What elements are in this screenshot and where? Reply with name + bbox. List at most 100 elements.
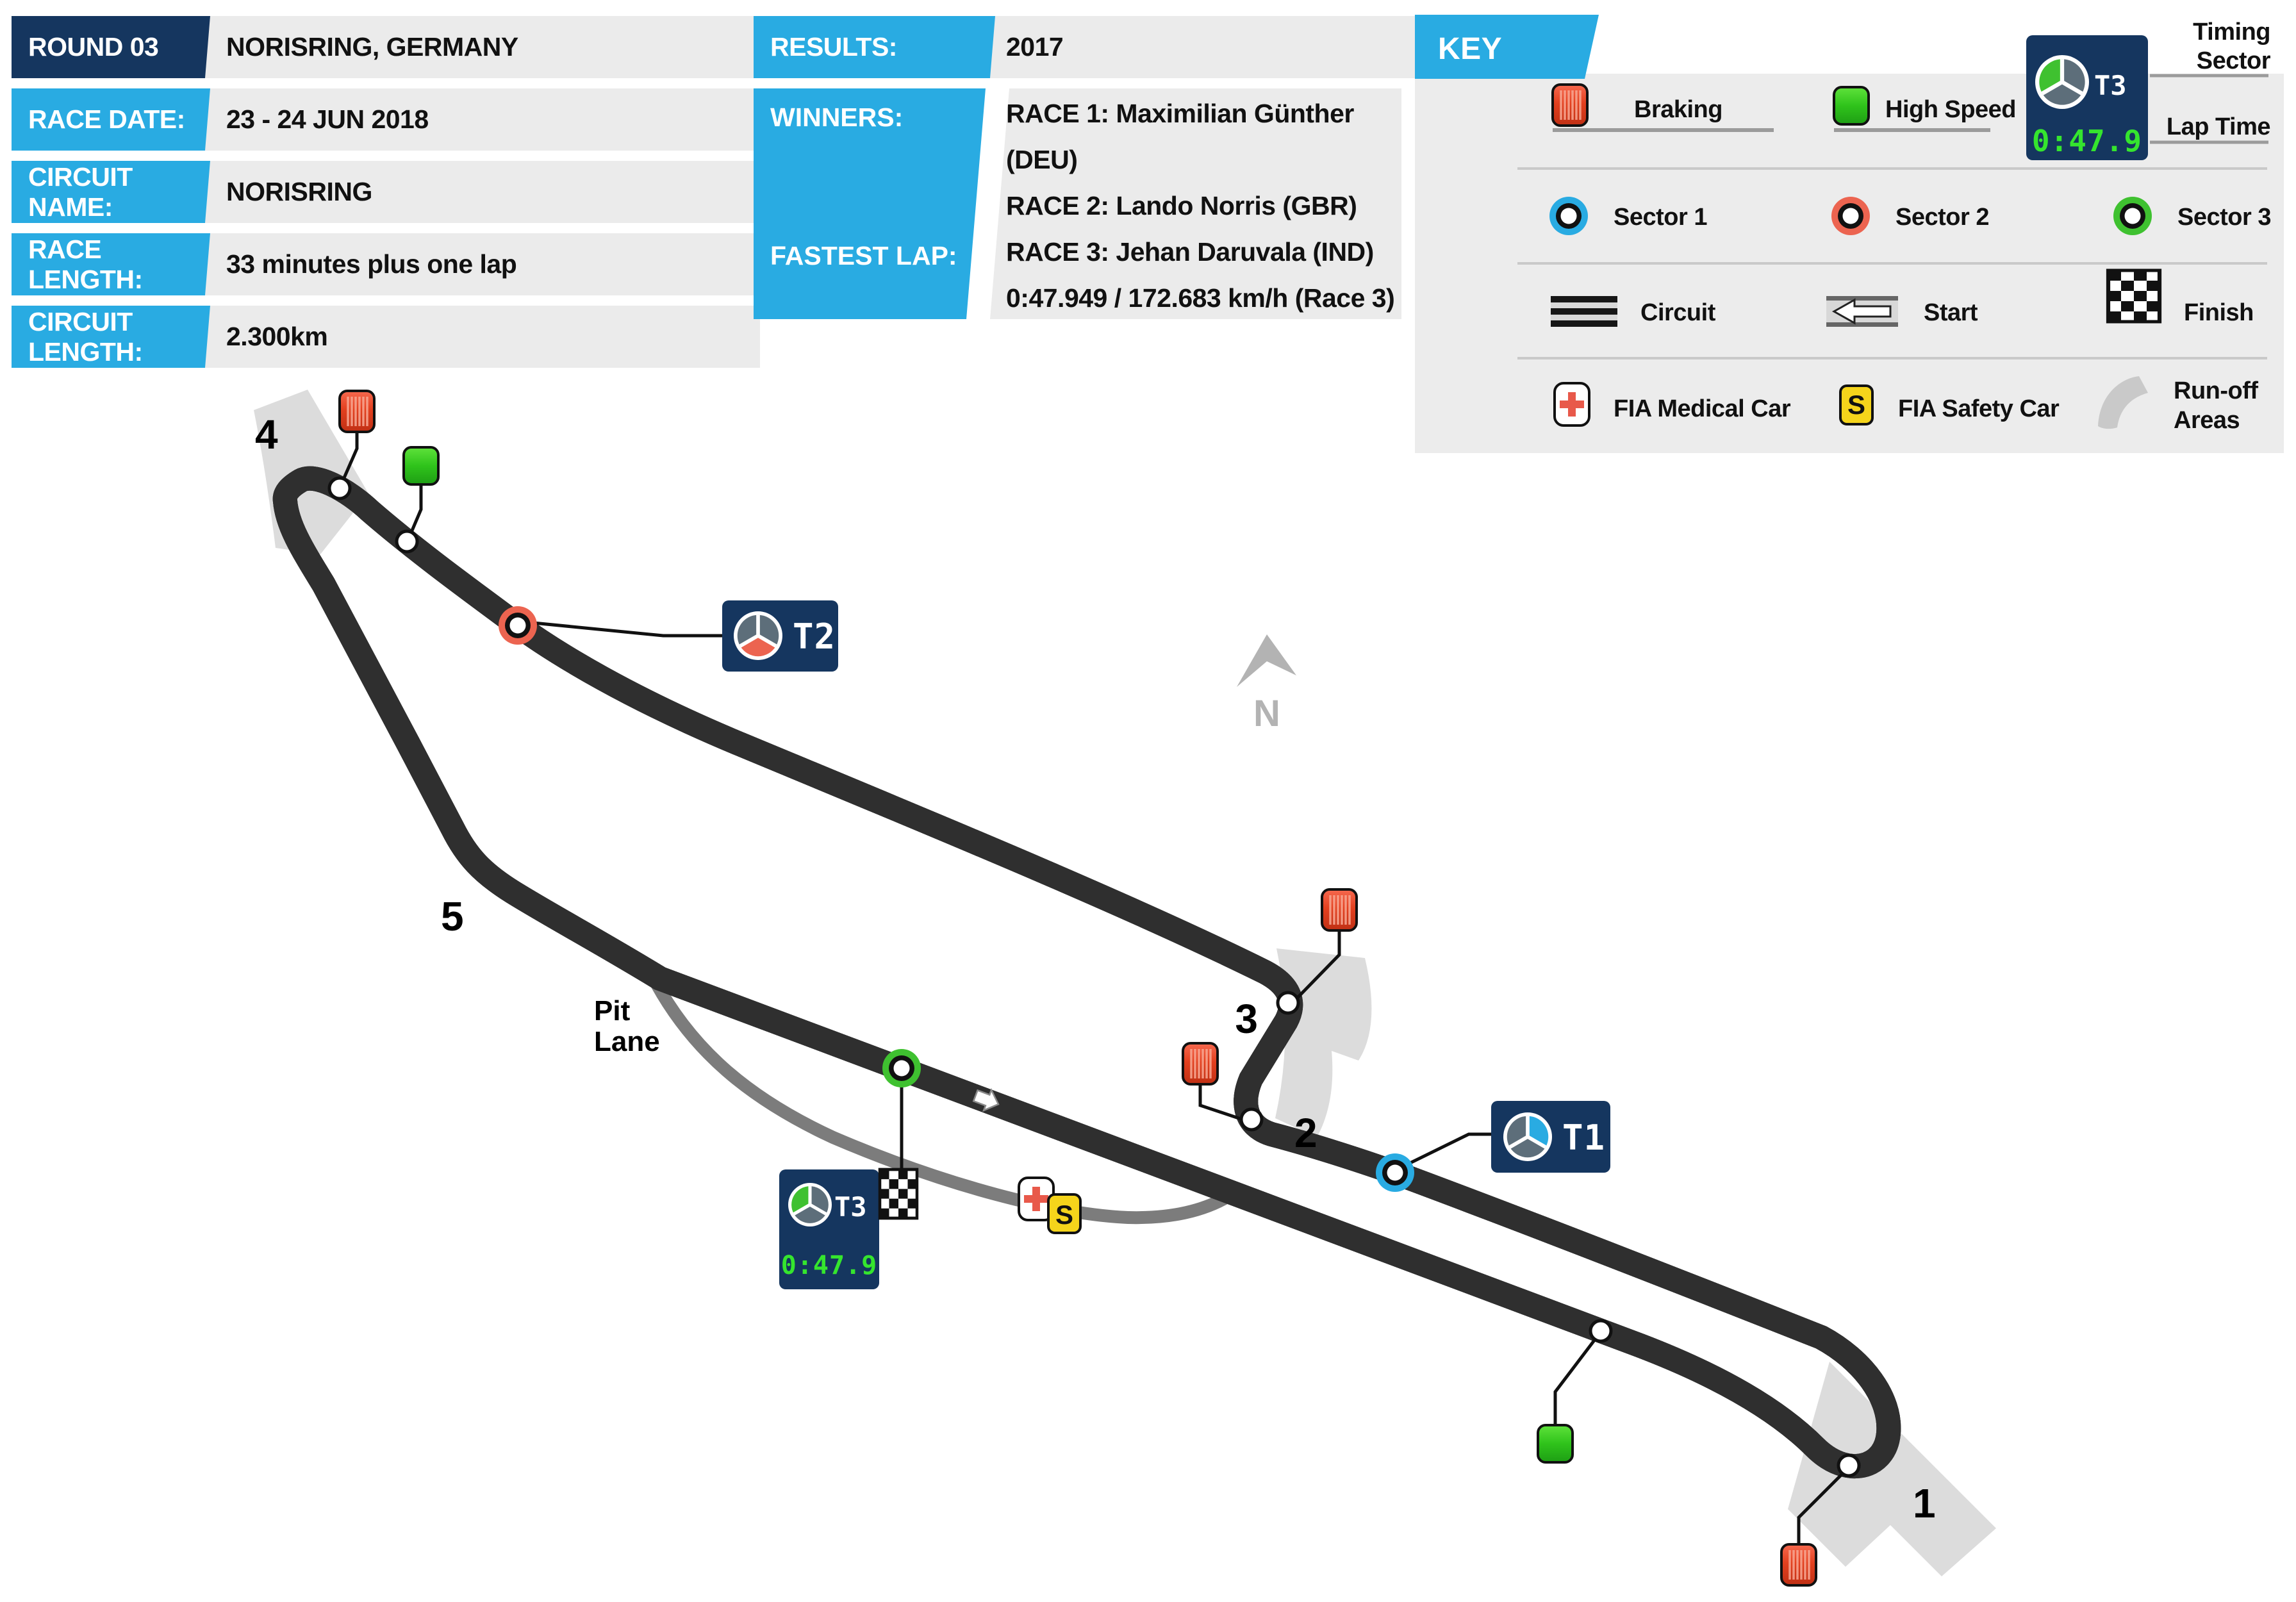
fastest-lap-time: 0:47.949 / 172.683 km/h (Race 3) <box>1006 283 1395 313</box>
key-steering-wheel-icon <box>2035 55 2089 109</box>
sector3-marker <box>882 1049 921 1087</box>
t1-label: T1 <box>1562 1118 1605 1158</box>
race-date-label: RACE DATE: <box>12 88 219 151</box>
connector-lines <box>339 432 1847 1544</box>
key-circuit-label: Circuit <box>1640 299 1716 326</box>
runoff-turn1 <box>1788 1362 1996 1576</box>
sector2-marker <box>499 606 537 645</box>
steering-wheel-t2-icon <box>734 611 782 660</box>
braking-icon-turn4 <box>338 390 376 433</box>
key-sector2-label: Sector 2 <box>1895 204 1989 231</box>
start-direction-arrow-icon <box>972 1087 1000 1112</box>
key-circuit-icon <box>1551 296 1617 327</box>
circuit-length-value-text: 2.300km <box>226 322 328 351</box>
turn4-label: 4 <box>255 411 278 458</box>
key-title: KEY <box>1438 32 1502 66</box>
key-sector3-label: Sector 3 <box>2177 204 2271 231</box>
t3-label: T3 <box>834 1191 867 1223</box>
winners-label: WINNERS: <box>770 103 904 132</box>
node-turn3 <box>1278 993 1298 1013</box>
key-start-icon <box>1825 295 1899 328</box>
key-finish-icon <box>2108 270 2160 322</box>
compass-n-label: N <box>1253 693 1280 734</box>
node-braking-turn4 <box>329 478 350 499</box>
round-value: NORISRING, GERMANY <box>205 16 760 78</box>
race-date-label-text: RACE DATE: <box>28 104 185 134</box>
circuit-length-label-text: CIRCUIT LENGTH: <box>28 306 143 367</box>
results-label: RESULTS: <box>754 16 1002 78</box>
results-value: 2017 <box>990 16 1417 78</box>
node-highspeed-turn1 <box>1590 1321 1611 1341</box>
circuit-name-label: CIRCUIT NAME: <box>12 161 219 223</box>
safety-car-letter: S <box>1055 1200 1073 1230</box>
key-sector1-label: Sector 1 <box>1614 204 1707 231</box>
race-length-value-text: 33 minutes plus one lap <box>226 249 517 279</box>
compass: N <box>1237 634 1296 734</box>
circuit-length-value: 2.300km <box>205 306 760 368</box>
key-highspeed-label: High Speed <box>1885 96 2016 123</box>
key-braking-icon <box>1551 83 1589 127</box>
t2-label: T2 <box>793 616 836 657</box>
key-highspeed-icon <box>1833 86 1870 126</box>
key-timing-label-line2: Sector <box>2197 47 2271 74</box>
winners-fastest-label-cell: WINNERS: FASTEST LAP: <box>754 88 986 319</box>
sector1-marker <box>1376 1153 1414 1192</box>
circuit-name-value-text: NORISRING <box>226 177 372 206</box>
north-arrow-icon <box>1237 634 1296 687</box>
turn5-label: 5 <box>441 893 464 939</box>
circuit-length-label: CIRCUIT LENGTH: <box>12 306 219 368</box>
t1-badge: T1 <box>1491 1101 1610 1173</box>
fastest-lap-label: FASTEST LAP: <box>770 241 957 270</box>
turn1-label: 1 <box>1913 1480 1936 1526</box>
race-length-label-text: RACE LENGTH: <box>28 234 143 294</box>
race-length-label: RACE LENGTH: <box>12 233 219 295</box>
key-timing-label-line1: Timing <box>2193 19 2270 45</box>
t3-lap-time: 0:47.9 <box>781 1251 878 1280</box>
round-label: ROUND 03 <box>12 16 219 78</box>
connector-highspeed-turn1 <box>1553 1335 1599 1425</box>
key-sector3-icon <box>2113 197 2152 235</box>
winner-race3: RACE 3: Jehan Daruvala (IND) <box>1006 237 1374 267</box>
pit-lane-label-line2: Lane <box>594 1026 660 1057</box>
connector-braking-turn3 <box>1289 930 1341 1006</box>
highspeed-icon-turn1 <box>1537 1424 1574 1464</box>
braking-icon-turn2 <box>1182 1042 1219 1086</box>
key-timing-badge: T3 0:47.9 <box>2026 35 2148 160</box>
node-highspeed-turn4 <box>397 531 417 552</box>
key-safety-letter: S <box>1847 390 1865 420</box>
key-medical-icon <box>1553 382 1590 427</box>
pit-lane <box>648 975 1230 1225</box>
race-date-value-text: 23 - 24 JUN 2018 <box>226 104 429 134</box>
results-value-text: 2017 <box>1006 32 1064 62</box>
connector-braking-turn1 <box>1797 1469 1847 1544</box>
track <box>285 479 1889 1466</box>
key-sector2-icon <box>1831 197 1870 235</box>
key-dividers <box>1517 167 2267 359</box>
circuit-name-value: NORISRING <box>205 161 760 223</box>
key-badge-time: 0:47.9 <box>2032 124 2142 158</box>
steering-wheel-t3-icon <box>788 1183 832 1226</box>
key-finish-label: Finish <box>2184 299 2254 326</box>
connector-t2-badge <box>520 620 722 638</box>
key-braking-label: Braking <box>1634 96 1722 123</box>
turn2-label: 2 <box>1294 1110 1317 1156</box>
round-label-text: ROUND 03 <box>28 32 159 62</box>
key-start-label: Start <box>1924 299 1978 326</box>
connector-highspeed-turn4 <box>406 484 423 540</box>
key-runoff-label-line1: Run-off <box>2174 377 2258 404</box>
key-sector1-icon <box>1549 197 1588 235</box>
race-length-value: 33 minutes plus one lap <box>205 233 760 295</box>
node-braking-turn1 <box>1838 1455 1859 1476</box>
finish-flag-icon <box>880 1169 917 1218</box>
winner-race1: RACE 1: Maximilian Günther (DEU) <box>1006 99 1354 174</box>
turn3-label: 3 <box>1235 996 1258 1042</box>
round-value-text: NORISRING, GERMANY <box>226 32 518 62</box>
node-turn2 <box>1241 1109 1262 1130</box>
results-label-text: RESULTS: <box>770 32 897 62</box>
key-safety-label: FIA Safety Car <box>1898 395 2060 422</box>
race-date-value: 23 - 24 JUN 2018 <box>205 88 760 151</box>
highspeed-icon-turn4 <box>402 446 440 486</box>
key-runoff-label-line2: Areas <box>2174 407 2240 434</box>
winner-race2: RACE 2: Lando Norris (GBR) <box>1006 191 1357 220</box>
